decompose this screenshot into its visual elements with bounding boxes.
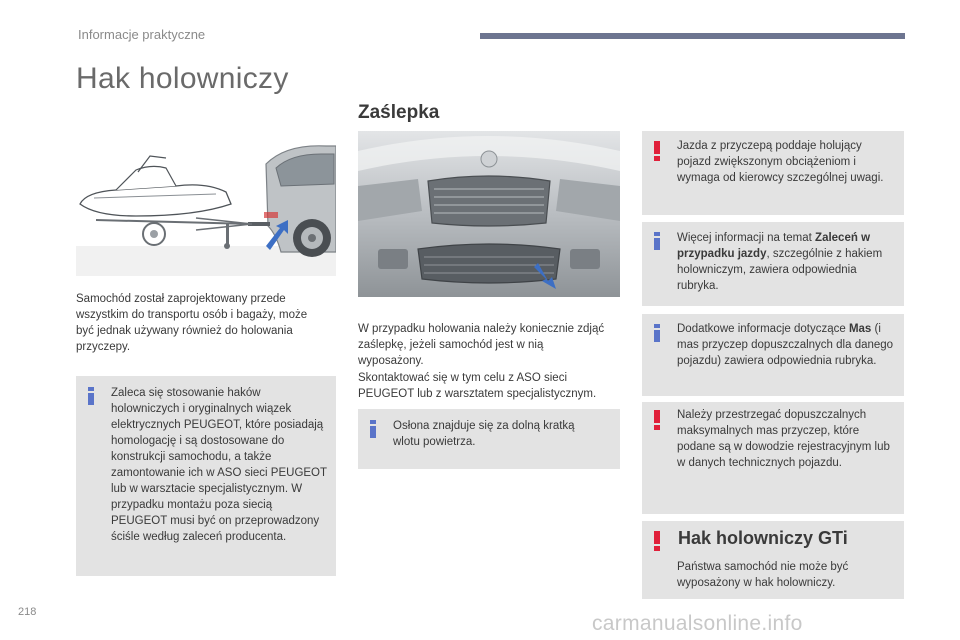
warning-icon	[654, 141, 660, 161]
info-box-middle	[358, 409, 620, 469]
gti-text: Państwa samochód nie może być wyposażony…	[677, 561, 849, 589]
warning-icon	[654, 410, 660, 430]
info-icon	[654, 324, 660, 342]
page-title: Hak holowniczy	[76, 62, 289, 95]
warning-text-2: Należy przestrzegać dopuszczalnych maksy…	[677, 409, 890, 469]
gti-box	[642, 521, 904, 599]
info-icon	[88, 387, 94, 405]
subheading-zaslepka: Zaślepka	[358, 102, 440, 123]
info-box-right-1	[642, 222, 904, 306]
info-box-left	[76, 376, 336, 576]
warning-icon	[654, 531, 660, 551]
middle-body-2: Skontaktować się w tym celu z ASO sieci …	[358, 372, 597, 400]
watermark: carmanualsonline.info	[592, 612, 803, 635]
info-icon	[654, 232, 660, 250]
warning-box-1	[642, 131, 904, 215]
info-text-right-2: Dodatkowe informacje dotyczące Mas (i ma…	[677, 323, 894, 367]
grille-photo-svg	[358, 131, 620, 297]
towing-illustration	[76, 134, 337, 276]
gti-title: Hak holowniczy GTi	[678, 528, 848, 548]
info-box-right-2	[642, 314, 904, 396]
info-text-right-1: Więcej informacji na temat Zaleceń w prz…	[677, 232, 883, 292]
info-icon	[370, 420, 376, 438]
towing-illustration-svg	[76, 145, 337, 276]
section-header: Informacje praktyczne	[78, 27, 206, 42]
info-text-left: Zaleca się stosowanie haków holowniczych…	[111, 387, 327, 543]
intro-text: Samochód został zaprojektowany przede ws…	[76, 293, 308, 353]
header-bar	[480, 33, 905, 39]
middle-body-1: W przypadku holowania należy koniecznie …	[358, 323, 605, 367]
info-text-middle: Osłona znajduje się za dolną kratką wlot…	[393, 420, 575, 448]
warning-box-2	[642, 402, 904, 514]
grille-photo	[358, 131, 620, 297]
page-number: 218	[18, 606, 37, 618]
warning-text-1: Jazda z przyczepą poddaje holujący pojaz…	[677, 140, 884, 184]
